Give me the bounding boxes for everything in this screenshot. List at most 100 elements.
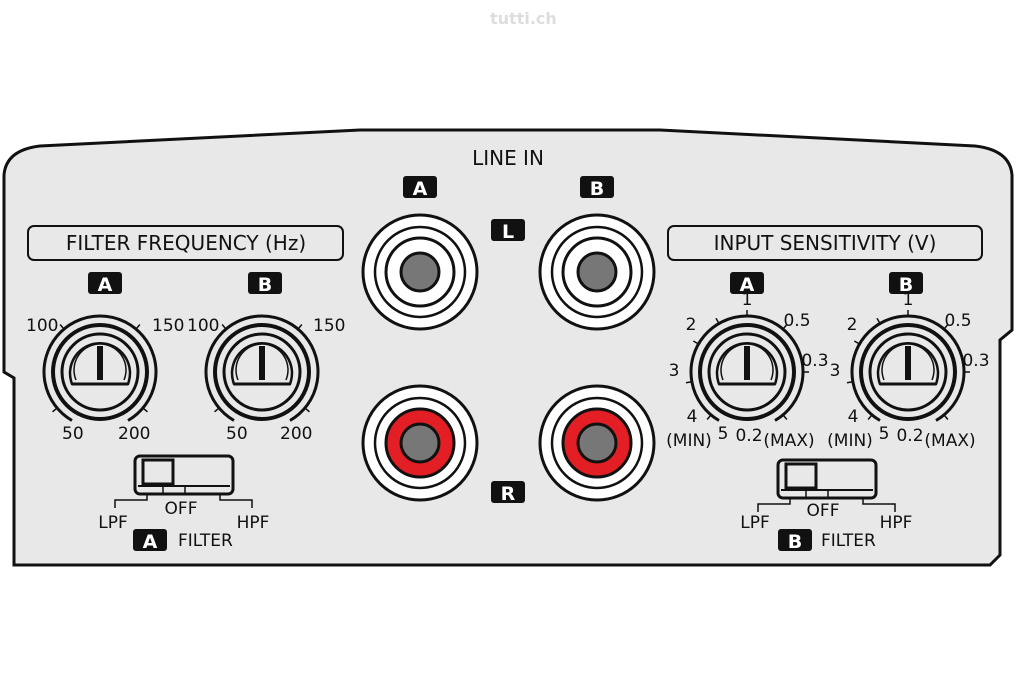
- knob-tick: [876, 317, 881, 324]
- filter-switch-a[interactable]: [114, 454, 253, 508]
- channel-tag-bg: [248, 272, 282, 294]
- knob-tick: [782, 414, 788, 420]
- sens-knob-a-tag: A: [740, 274, 755, 296]
- switch-b-lpf-label: LPF: [740, 513, 770, 533]
- filter-frequency-title-box: [27, 225, 344, 261]
- switch-position-marks: [757, 490, 896, 512]
- scale-label: 5: [879, 424, 890, 444]
- knob-tick: [297, 324, 303, 330]
- switch-b-channel-tag: B: [788, 531, 802, 553]
- knob-tick: [706, 414, 712, 420]
- filter-knob-a-scale: 100 150 50 200: [26, 316, 184, 444]
- knob-tick: [221, 324, 227, 330]
- scale-label: 1: [742, 290, 753, 310]
- sens-knob-b-scale: 10.50.30.2(MAX)5(MIN)432: [827, 290, 989, 451]
- jack-right-b[interactable]: [538, 384, 656, 502]
- scale-label: 2: [686, 315, 697, 335]
- switch-slider: [141, 458, 175, 486]
- filter-knob-b-tag: B: [258, 274, 272, 296]
- sensitivity-knob-a[interactable]: [685, 310, 809, 422]
- knob-tick: [782, 324, 788, 330]
- knob-tick: [715, 317, 720, 324]
- scale-label: 0.2: [735, 426, 762, 446]
- scale-label: 200: [118, 424, 150, 444]
- knob-scale-arc: [204, 314, 320, 422]
- knob-scale-arc: [42, 314, 158, 422]
- scale-label: 150: [152, 316, 184, 336]
- channel-tag-bg: [491, 481, 525, 503]
- knob-tick: [52, 407, 58, 413]
- channel-tag-bg: [88, 272, 122, 294]
- scale-label: 3: [669, 361, 680, 381]
- knob-tick: [59, 324, 65, 330]
- filter-frequency-title: FILTER FREQUENCY (Hz): [66, 231, 306, 255]
- scale-label: 4: [848, 407, 859, 427]
- switch-a-channel-tag: A: [143, 531, 158, 553]
- knob-tick: [142, 407, 148, 413]
- jack-left-a[interactable]: [361, 213, 479, 331]
- scale-label: 3: [830, 361, 841, 381]
- knob-tick: [943, 414, 949, 420]
- knob-tick: [867, 414, 873, 420]
- filter-knob-b[interactable]: [204, 314, 320, 422]
- switch-position-marks: [114, 486, 253, 508]
- switch-b-hpf-label: HPF: [880, 513, 913, 533]
- scale-label: 0.2: [896, 426, 923, 446]
- switch-a-off-label: OFF: [165, 499, 198, 519]
- sens-knob-b-tag: B: [899, 274, 913, 296]
- scale-label: 2: [847, 315, 858, 335]
- knob-pointer: [905, 346, 911, 380]
- scale-label: 0.3: [962, 351, 989, 371]
- switch-b-off-label: OFF: [807, 501, 840, 521]
- sens-knob-a-scale: 10.50.30.2(MAX)5(MIN)432: [666, 290, 828, 451]
- switch-a-filter-label: FILTER: [178, 531, 233, 551]
- jack-pin: [399, 251, 441, 293]
- scale-label: 150: [313, 316, 345, 336]
- input-sensitivity-title-box: [667, 225, 983, 261]
- scale-label: 1: [903, 290, 914, 310]
- knob-dome-inner: [720, 343, 774, 381]
- left-channel-tag: L: [502, 221, 514, 243]
- channel-tag-bg: [730, 272, 764, 294]
- scale-label: 50: [62, 424, 84, 444]
- knob-pointer: [744, 346, 750, 380]
- switch-a-lpf-label: LPF: [98, 513, 128, 533]
- switch-slider: [784, 462, 818, 490]
- knob-pointer: [97, 346, 103, 380]
- channel-tag-bg: [403, 176, 437, 198]
- jack-right-a[interactable]: [361, 384, 479, 502]
- scale-label: 0.5: [783, 311, 810, 331]
- input-sensitivity-title: INPUT SENSITIVITY (V): [714, 231, 937, 255]
- channel-tag-bg: [889, 272, 923, 294]
- filter-knob-a[interactable]: [42, 314, 158, 422]
- scale-label: 200: [280, 424, 312, 444]
- sensitivity-knob-b[interactable]: [846, 310, 970, 422]
- scale-label: 50: [226, 424, 248, 444]
- knob-dome-inner: [881, 343, 935, 381]
- scale-label: 100: [187, 316, 219, 336]
- panel-outline: [2, 128, 1014, 567]
- scale-label: 0.3: [801, 351, 828, 371]
- filter-knob-b-scale: 100 150 50 200: [187, 316, 345, 444]
- scale-label: (MAX): [763, 431, 814, 451]
- right-channel-tag: R: [501, 483, 516, 505]
- filter-switch-b[interactable]: [757, 458, 896, 512]
- line-in-title: LINE IN: [472, 146, 544, 170]
- line-in-a-tag: A: [413, 178, 428, 200]
- knob-tick: [853, 340, 860, 345]
- scale-label: (MAX): [924, 431, 975, 451]
- jack-pin: [576, 422, 618, 464]
- knob-tick: [214, 407, 220, 413]
- switch-a-hpf-label: HPF: [237, 513, 270, 533]
- channel-tag-bg: [580, 176, 614, 198]
- jack-left-b[interactable]: [538, 213, 656, 331]
- jack-pin: [399, 422, 441, 464]
- knob-tick: [692, 340, 699, 345]
- channel-tag-bg: [778, 529, 812, 551]
- scale-label: 4: [687, 407, 698, 427]
- watermark: tutti.ch: [490, 9, 557, 28]
- knob-dome-inner: [235, 343, 289, 381]
- scale-label: (MIN): [666, 431, 712, 451]
